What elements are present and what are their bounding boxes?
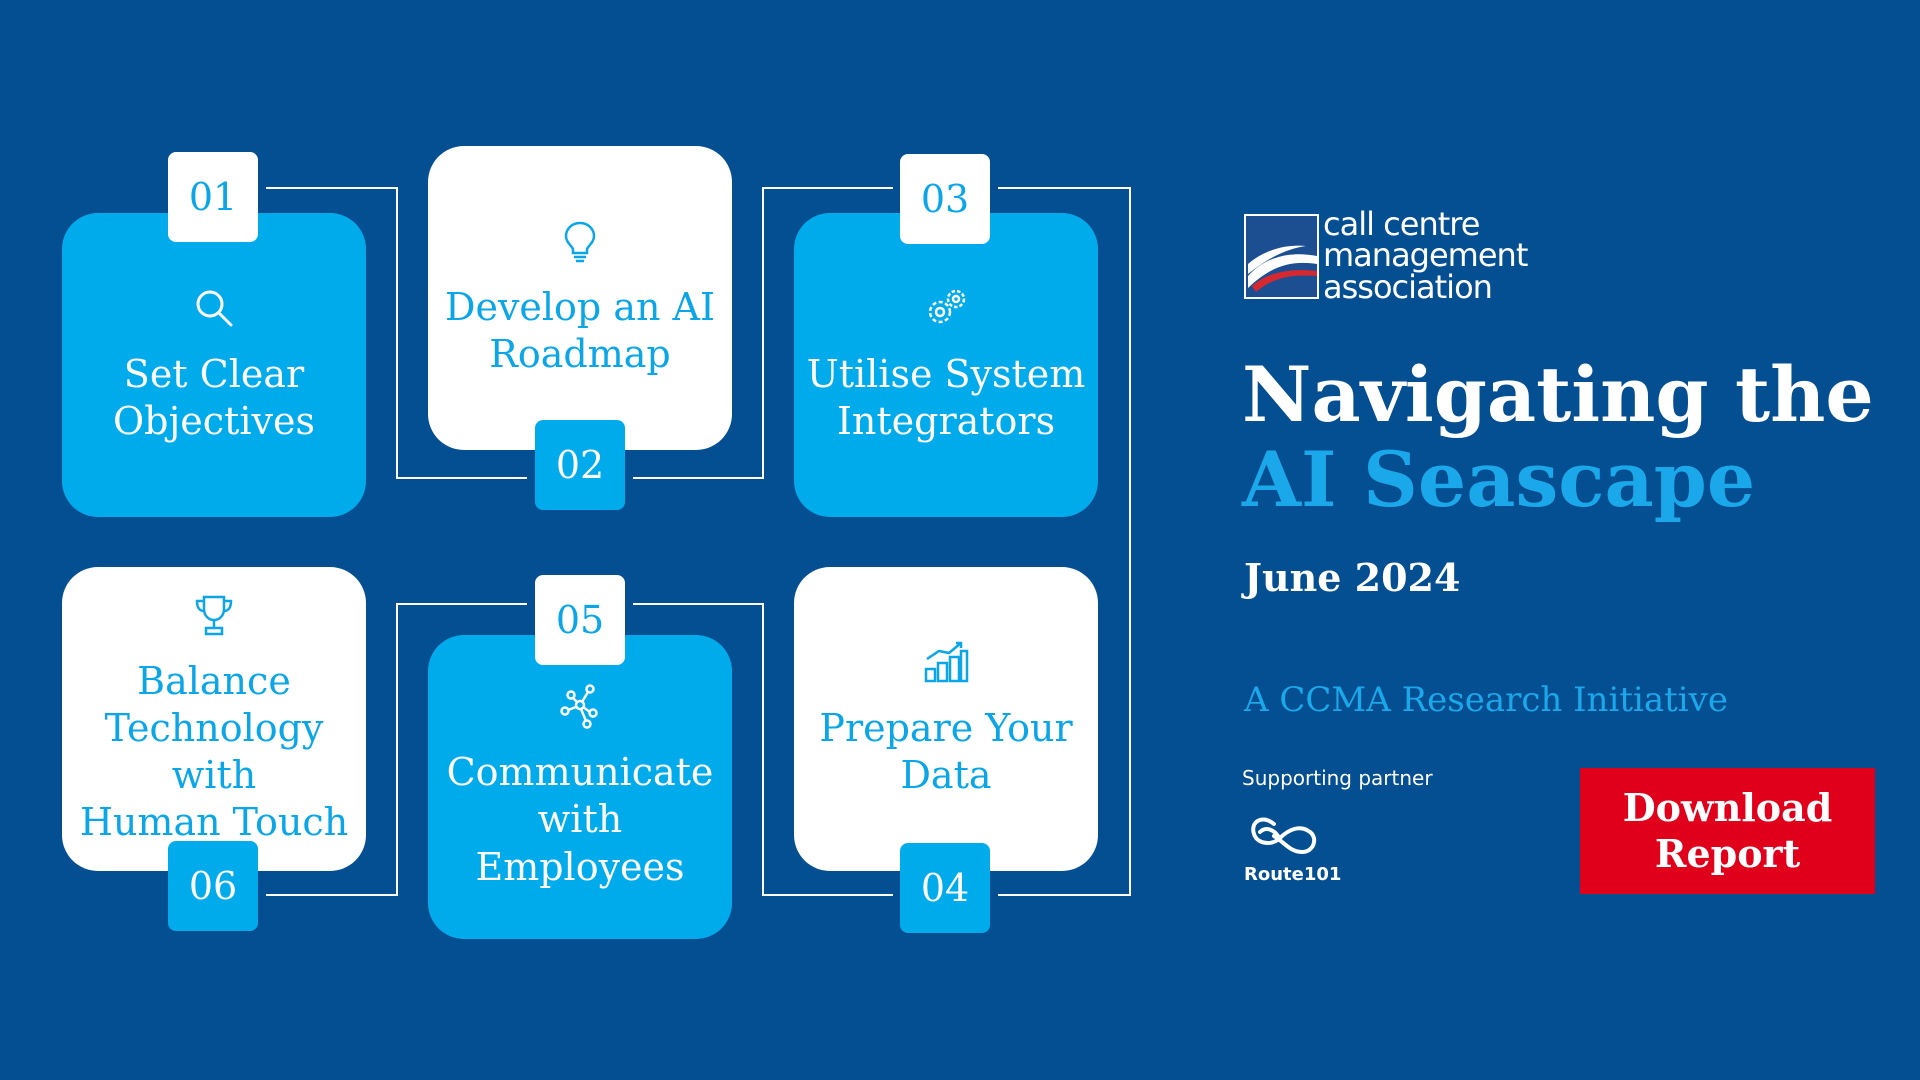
step-number-04: 04: [900, 843, 990, 933]
step-number-05: 05: [535, 575, 625, 665]
download-report-button[interactable]: Download Report: [1580, 768, 1875, 894]
trophy-icon: [191, 592, 237, 638]
route101-logo-icon[interactable]: [1244, 802, 1344, 892]
step-number-01: 01: [168, 152, 258, 242]
partner-name: Route101: [1244, 864, 1342, 885]
initiative-tagline: A CCMA Research Initiative: [1244, 680, 1729, 720]
lightbulb-icon: [557, 218, 603, 264]
bar-chart-icon: [923, 639, 969, 685]
step-number-02: 02: [535, 420, 625, 510]
ccma-logo-mark-icon: [1244, 213, 1319, 299]
magnifier-icon: [191, 285, 237, 331]
page-title: Navigating the AI Seascape: [1242, 352, 1874, 522]
title-line-1: Navigating the: [1242, 350, 1874, 439]
step-number-03: 03: [900, 154, 990, 244]
network-nodes-icon: [557, 683, 603, 730]
publication-date: June 2024: [1244, 555, 1461, 600]
step-number-06: 06: [168, 841, 258, 931]
partner-label: Supporting partner: [1242, 766, 1433, 790]
gears-icon: [923, 285, 969, 331]
title-line-2: AI Seascape: [1242, 435, 1756, 524]
